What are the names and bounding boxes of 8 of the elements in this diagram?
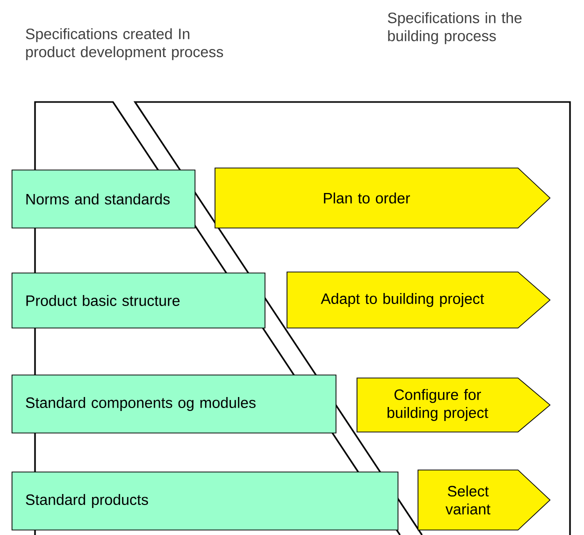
region-heading: Specifications created In product development process bbox=[26, 28, 224, 60]
process-box: Norms and standards bbox=[12, 170, 196, 228]
arrow-box: Plan to order bbox=[214, 168, 551, 228]
arrow-box: Configure for building project bbox=[356, 378, 551, 432]
arrow-box: Select variant bbox=[418, 470, 551, 530]
arrow-box: Adapt to building project bbox=[286, 272, 551, 328]
region-heading: Specifications in the building process bbox=[388, 12, 522, 44]
process-box: Product basic structure bbox=[12, 272, 266, 328]
